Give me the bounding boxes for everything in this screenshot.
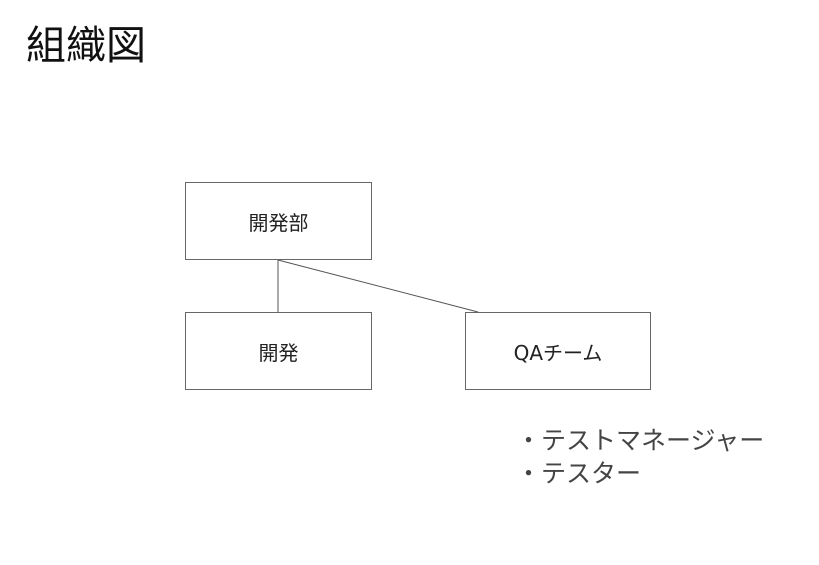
role-label: テスター bbox=[541, 459, 642, 488]
org-node-qa-team: QAチーム bbox=[465, 312, 651, 390]
org-node-development: 開発 bbox=[185, 312, 372, 390]
list-item: テストマネージャー bbox=[516, 424, 764, 457]
list-item: テスター bbox=[516, 457, 764, 490]
org-node-label: 開発部 bbox=[248, 210, 309, 235]
org-node-label: 開発 bbox=[258, 340, 299, 365]
page-title: 組織図 bbox=[26, 23, 146, 69]
connector-root-to-qa bbox=[277, 259, 479, 313]
qa-role-list: テストマネージャー テスター bbox=[516, 424, 764, 490]
role-label: テストマネージャー bbox=[541, 426, 765, 455]
org-node-label: QAチーム bbox=[513, 340, 603, 365]
org-node-development-department: 開発部 bbox=[185, 182, 372, 260]
